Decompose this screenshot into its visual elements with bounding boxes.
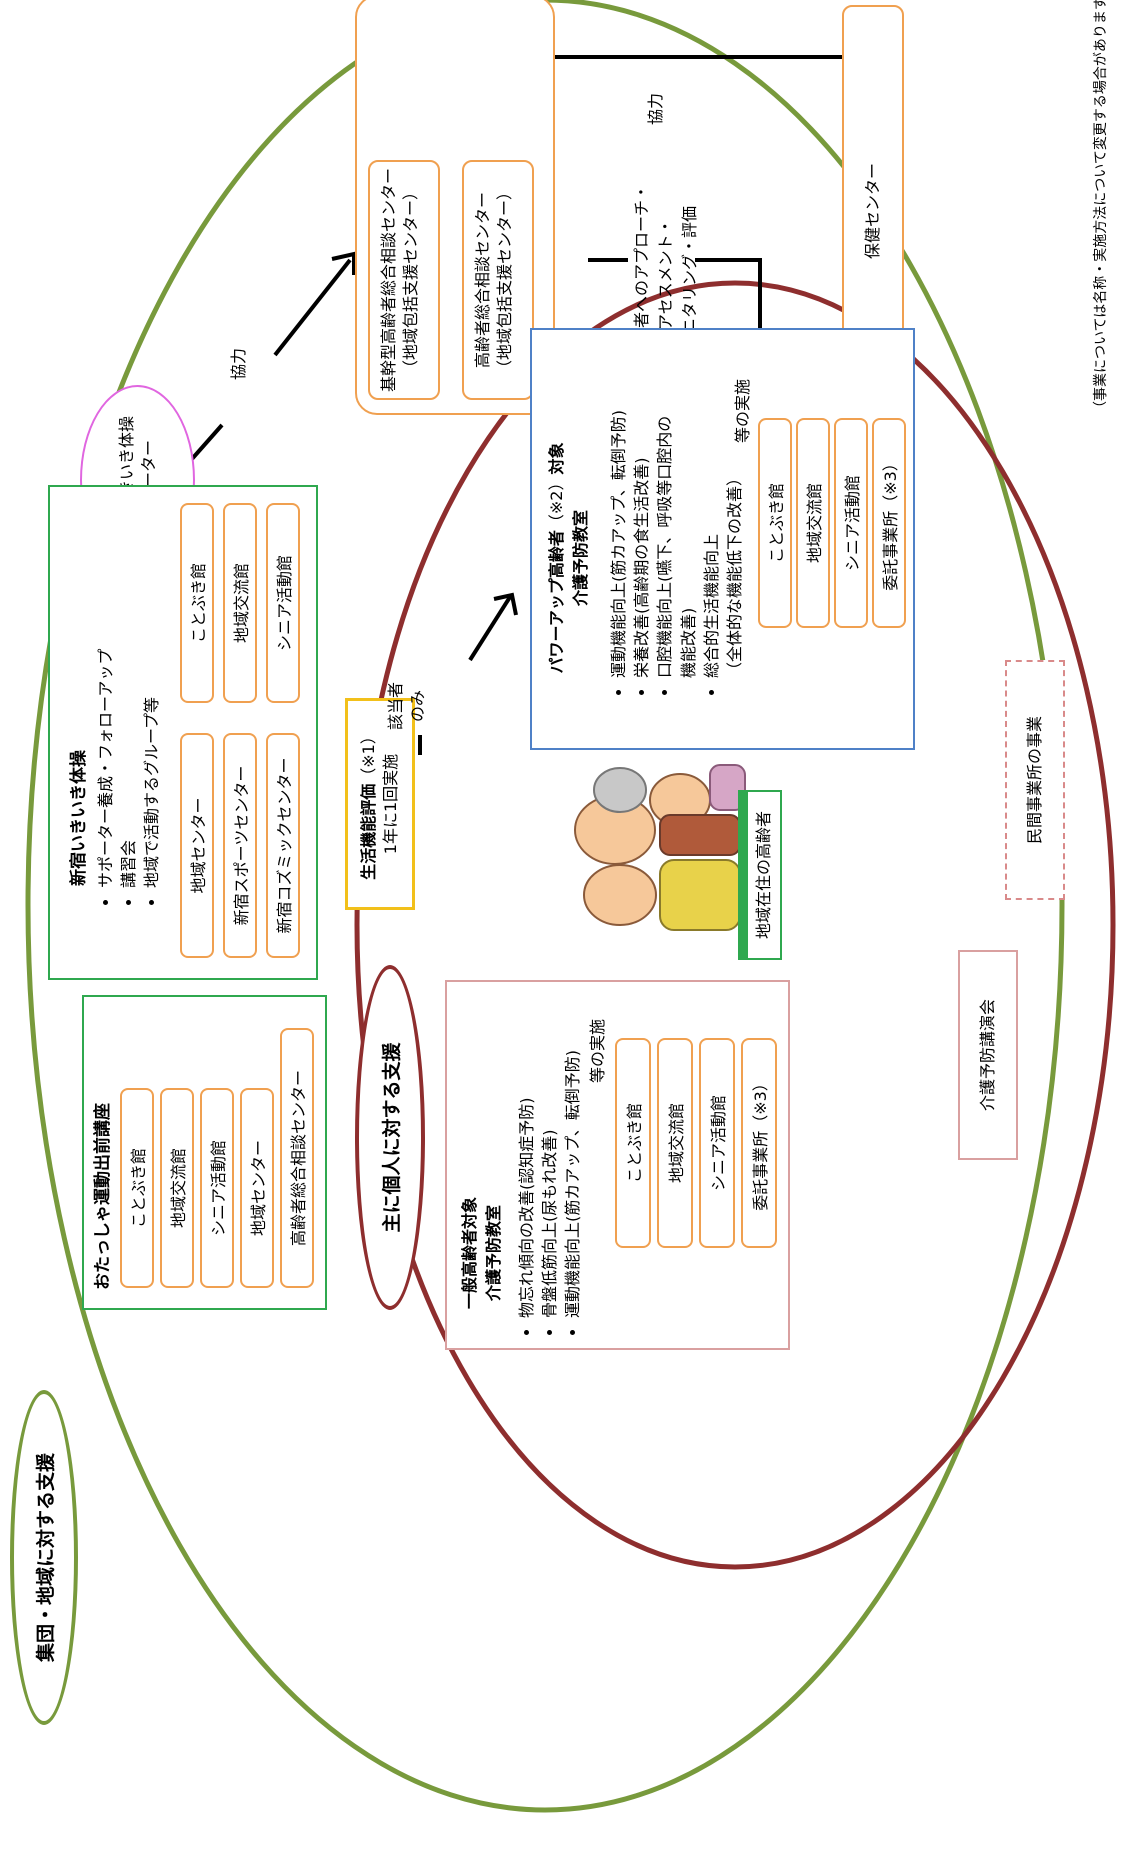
ippan-title: 一般高齢者対象 bbox=[460, 1197, 479, 1310]
powerup-title: パワーアップ高齢者（※2）対象 bbox=[546, 418, 568, 698]
powerup-bullet: 総合的生活機能向上 bbox=[700, 410, 723, 678]
kikan-center-sub: （地域包括支援センター） bbox=[400, 184, 420, 377]
gaitousha-line-2: のみ bbox=[407, 689, 427, 722]
otasshaya-venue: 高齢者総合相談センター bbox=[280, 1028, 314, 1288]
koreisha-center-sub: （地域包括支援センター） bbox=[494, 184, 514, 377]
ikiiki-bullet: 地域で活動するグループ等 bbox=[140, 649, 163, 888]
kikan-center-box: 基幹型高齢者総合相談センター （地域包括支援センター） bbox=[368, 160, 440, 400]
powerup-venue: 地域交流館 bbox=[796, 418, 830, 628]
koreisha-center-name: 高齢者総合相談センター bbox=[473, 192, 492, 369]
ikiiki-venue: 地域センター bbox=[180, 733, 214, 958]
group-support-ellipse bbox=[25, 0, 1065, 1813]
kyoryoku-left-label: 協力 bbox=[229, 347, 248, 380]
ippan-box: 一般高齢者対象 介護予防教室 物忘れ傾向の改善(認知症予防) 骨盤低筋向上(尿も… bbox=[445, 980, 790, 1350]
kikan-center-name: 基幹型高齢者総合相談センター bbox=[379, 168, 398, 393]
powerup-venue: シニア活動館 bbox=[834, 418, 868, 628]
powerup-bullet: 栄養改善(高齢期の食生活改善) bbox=[630, 410, 653, 679]
ikiiki-bullet: 講習会 bbox=[117, 649, 140, 888]
elderly-illustration bbox=[560, 755, 755, 950]
ippan-venue: 地域交流館 bbox=[657, 1038, 693, 1248]
ikiiki-venue: ことぶき館 bbox=[180, 503, 214, 703]
gaitousha-label: 該当者 のみ bbox=[385, 682, 428, 730]
ikiiki-title: 新宿いきいき体操 bbox=[69, 750, 89, 886]
otasshaya-box: おたっしゃ運動出前講座 ことぶき館 地域交流館 シニア活動館 地域センター 高齢… bbox=[82, 995, 327, 1310]
otasshaya-title: おたっしゃ運動出前講座 bbox=[93, 1103, 113, 1290]
powerup-title-note: （※2） bbox=[547, 474, 566, 531]
ikiiki-venue: シニア活動館 bbox=[266, 503, 300, 703]
elderly-label-box: 地域在住の高齢者 bbox=[738, 790, 782, 960]
kyoryoku-left-line1 bbox=[273, 258, 352, 357]
otasshaya-venue: シニア活動館 bbox=[200, 1088, 234, 1288]
kouenkai-box: 介護予防講演会 bbox=[958, 950, 1018, 1160]
elderly-people-icon bbox=[570, 764, 746, 940]
minkan-label: 民間事業所の事業 bbox=[1025, 716, 1045, 845]
gaitousha-line-1: 該当者 bbox=[386, 681, 405, 730]
ippan-jisshi: 等の実施 bbox=[588, 1018, 607, 1083]
seikatsu-sub: 1年に1回実施 bbox=[381, 753, 400, 855]
kyoryoku-left-head-a bbox=[331, 251, 356, 275]
ippan-venue: ことぶき館 bbox=[615, 1038, 651, 1248]
koreisha-center-box: 高齢者総合相談センター （地域包括支援センター） bbox=[462, 160, 534, 400]
ippan-bullet: 骨盤低筋向上(尿もれ改善) bbox=[538, 1050, 561, 1319]
ippan-bullets: 物忘れ傾向の改善(認知症予防) 骨盤低筋向上(尿もれ改善) 運動機能向上(筋カア… bbox=[515, 1050, 585, 1340]
powerup-bullet: 運動機能向上(筋カアップ、転倒予防) bbox=[607, 410, 630, 678]
otasshaya-venue: 地域交流館 bbox=[160, 1088, 194, 1288]
powerup-title2: 介護予防教室 bbox=[571, 510, 590, 607]
powerup-jisshi: 等の実施 bbox=[733, 378, 752, 443]
ikiiki-bullet: サポーター養成・フォローアップ bbox=[94, 649, 117, 888]
kouenkai-label: 介護予防講演会 bbox=[978, 999, 998, 1112]
footnote: （事業については名称・実施方法について変更する場合があります。） bbox=[1093, 0, 1109, 415]
powerup-title-text2: 対象 bbox=[547, 442, 566, 475]
ippan-venue: シニア活動館 bbox=[699, 1038, 735, 1248]
otasshaya-venue: 地域センター bbox=[240, 1088, 274, 1288]
gaitousha-head bbox=[493, 592, 518, 616]
seikatsu-title-note: （※1） bbox=[359, 728, 379, 784]
ikiiki-bullets: サポーター養成・フォローアップ 講習会 地域で活動するグループ等 bbox=[94, 649, 164, 910]
seikatsu-title-text: 生活機能評価 bbox=[359, 783, 379, 880]
elderly-label: 地域在住の高齢者 bbox=[754, 811, 774, 940]
ippan-title2: 介護予防教室 bbox=[484, 1205, 503, 1302]
minkan-box: 民間事業所の事業 bbox=[1005, 660, 1065, 900]
individual-support-label: 主に個人に対する支援 bbox=[355, 965, 425, 1310]
powerup-bullet-cont: （全体的な機能低下の改善） bbox=[724, 469, 744, 678]
ippan-venue: 委託事業所（※3） bbox=[741, 1038, 777, 1248]
ikiiki-venue: 新宿コズミックセンター bbox=[266, 733, 300, 958]
powerup-bullet-cont: 機能改善) bbox=[678, 607, 698, 678]
ippan-bullet: 運動機能向上(筋カアップ、転倒予防) bbox=[561, 1050, 584, 1318]
powerup-bullets: 運動機能向上(筋カアップ、転倒予防) 栄養改善(高齢期の食生活改善) 口腔機能向… bbox=[607, 410, 746, 700]
hoken-center-name: 保健センター bbox=[863, 163, 883, 260]
ikiiki-box: 新宿いきいき体操 サポーター養成・フォローアップ 講習会 地域で活動するグループ… bbox=[48, 485, 318, 980]
otasshaya-venue: ことぶき館 bbox=[120, 1088, 154, 1288]
powerup-venue: ことぶき館 bbox=[758, 418, 792, 628]
ikiiki-venue: 地域交流館 bbox=[223, 503, 257, 703]
ikiiki-venue: 新宿スポーツセンター bbox=[223, 733, 257, 958]
powerup-bullet: 口腔機能向上(嚥下、呼吸等口腔内の bbox=[653, 410, 676, 678]
individual-support-ellipse bbox=[354, 280, 1116, 1570]
powerup-title-text: パワーアップ高齢者 bbox=[547, 530, 566, 674]
seikatsu-title: 生活機能評価（※1） bbox=[358, 728, 380, 880]
ippan-bullet: 物忘れ傾向の改善(認知症予防) bbox=[515, 1050, 538, 1319]
gaitousha-line-b bbox=[468, 595, 512, 662]
kyoryoku-top-label: 協力 bbox=[646, 92, 665, 125]
group-support-label: 集団・地域に対する支援 bbox=[10, 1390, 78, 1725]
powerup-box: パワーアップ高齢者（※2）対象 介護予防教室 運動機能向上(筋カアップ、転倒予防… bbox=[530, 328, 915, 750]
powerup-venue: 委託事業所（※3） bbox=[872, 418, 906, 628]
